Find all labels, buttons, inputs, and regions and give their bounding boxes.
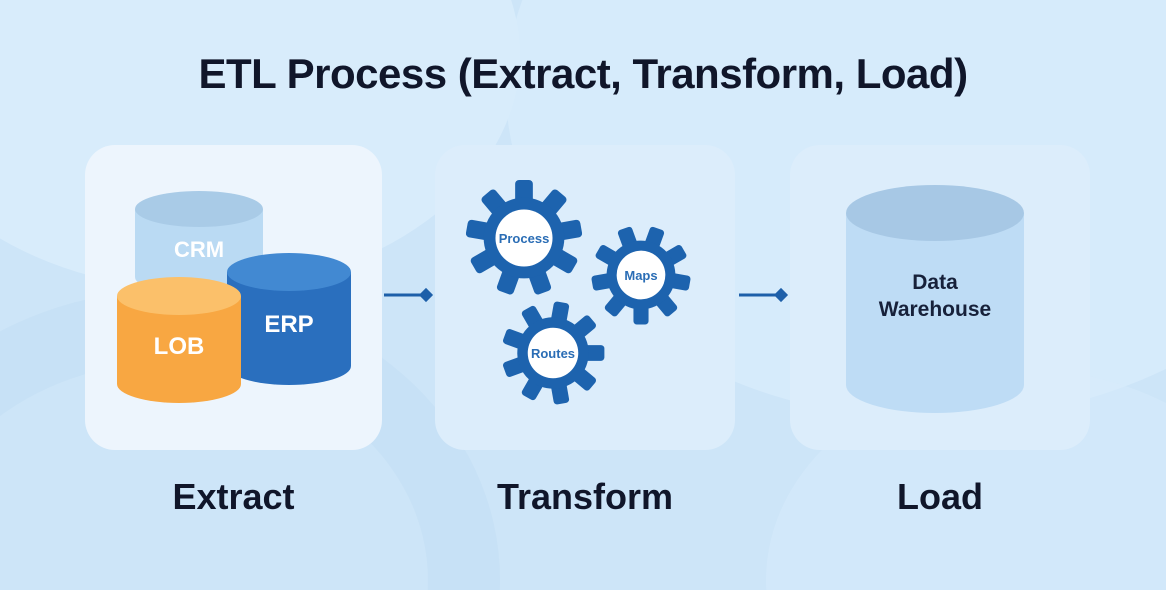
extract-panel: CRM ERP LOB [85, 145, 382, 450]
extract-stage-label: Extract [172, 476, 295, 517]
transform-panel: Process Maps Routes [435, 145, 735, 450]
load-stage-label: Load [897, 476, 983, 517]
routes-gear-label: Routes [530, 345, 576, 361]
process-gear-icon: Process [463, 177, 585, 299]
diagram-title: ETL Process (Extract, Transform, Load) [198, 50, 968, 97]
erp-database-icon: ERP [227, 253, 351, 385]
routes-gear-icon: Routes [499, 299, 607, 407]
transform-stage-label: Transform [496, 476, 674, 517]
lob-database-icon: LOB [117, 277, 241, 403]
flow-arrow-icon [739, 287, 789, 303]
data-warehouse-label: Data Warehouse [878, 271, 992, 322]
cylinder-top [117, 277, 241, 315]
process-gear-label: Process [498, 230, 550, 246]
crm-label: CRM [173, 237, 225, 262]
maps-gear-label: Maps [624, 267, 658, 283]
load-panel: Data Warehouse [790, 145, 1090, 450]
lob-label: LOB [153, 333, 205, 360]
erp-label: ERP [264, 311, 314, 338]
cylinder-body [846, 213, 1024, 413]
data-warehouse-icon: Data Warehouse [846, 185, 1024, 413]
cylinder-top [135, 191, 263, 227]
flow-arrow-icon [384, 287, 434, 303]
cylinder-top [227, 253, 351, 291]
cylinder-top [846, 185, 1024, 241]
maps-gear-icon: Maps [589, 223, 693, 327]
